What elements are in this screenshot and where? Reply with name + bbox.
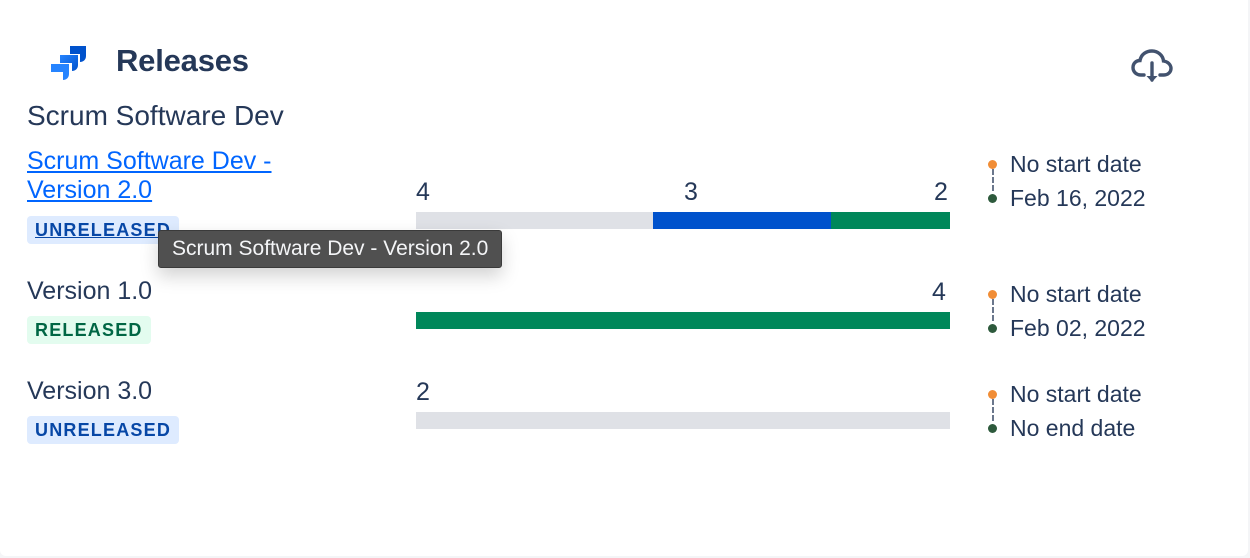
todo-segment xyxy=(416,412,950,429)
in-progress-count: 3 xyxy=(684,178,698,206)
done-count: 2 xyxy=(934,178,948,206)
progress-bar xyxy=(416,412,950,429)
jira-logo-icon xyxy=(51,46,86,80)
gadget-header: Releases xyxy=(50,36,249,86)
start-dot-icon xyxy=(988,289,997,299)
start-date: No start date xyxy=(1010,380,1142,407)
end-date: Feb 02, 2022 xyxy=(1010,314,1146,341)
start-date: No start date xyxy=(1010,280,1142,307)
end-dot-icon xyxy=(988,323,997,333)
start-dot-icon xyxy=(988,159,997,169)
done-segment xyxy=(831,212,950,229)
date-range: No start date Feb 02, 2022 xyxy=(988,277,1146,345)
gadget-title: Releases xyxy=(116,43,249,78)
version-link[interactable]: Scrum Software Dev - Version 2.0 xyxy=(27,147,272,204)
date-range: No start date No end date xyxy=(988,377,1142,445)
status-badge: UNRELEASED xyxy=(27,416,180,444)
progress-bar xyxy=(416,312,950,329)
start-date: No start date xyxy=(1010,150,1142,177)
status-badge: RELEASED xyxy=(27,316,151,344)
cloud-download-icon xyxy=(1131,49,1173,82)
todo-count: 4 xyxy=(416,178,430,206)
version-name: Version 3.0 xyxy=(27,377,153,405)
done-count: 4 xyxy=(932,278,946,306)
dashed-connector xyxy=(992,299,994,321)
status-badge: UNRELEASED xyxy=(27,216,180,244)
download-button[interactable] xyxy=(1128,46,1176,86)
in-progress-segment xyxy=(653,212,831,229)
dashed-connector xyxy=(992,169,994,191)
project-name: Scrum Software Dev xyxy=(27,100,284,131)
end-date: Feb 16, 2022 xyxy=(1010,184,1146,211)
end-date: No end date xyxy=(1010,414,1136,441)
version-name: Version 1.0 xyxy=(27,277,153,305)
todo-segment xyxy=(416,212,653,229)
dashed-connector xyxy=(992,399,994,421)
end-dot-icon xyxy=(988,423,997,433)
date-range: No start date Feb 16, 2022 xyxy=(988,147,1146,215)
todo-count: 2 xyxy=(416,378,430,406)
start-dot-icon xyxy=(988,389,997,399)
progress-bar xyxy=(416,212,950,229)
end-dot-icon xyxy=(988,193,997,203)
done-segment xyxy=(416,312,950,329)
tooltip: Scrum Software Dev - Version 2.0 xyxy=(158,230,503,268)
